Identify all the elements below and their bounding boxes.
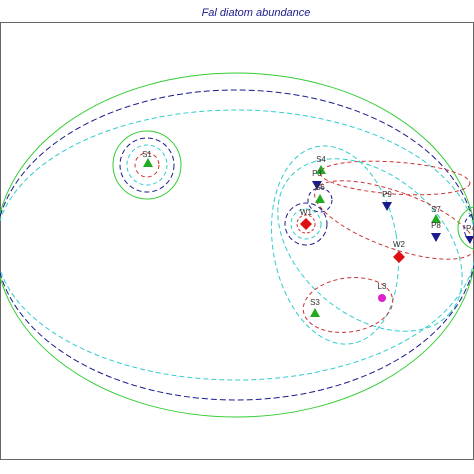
p4-contours xyxy=(457,206,474,250)
sample-l3-marker xyxy=(378,294,386,302)
s1-green-ring xyxy=(112,130,182,200)
sample-w1: W1 xyxy=(300,208,313,230)
w1-contours xyxy=(284,202,328,246)
s6-navy-ring xyxy=(307,187,333,213)
w1-red-ring xyxy=(296,214,316,234)
sample-w1-label: W1 xyxy=(300,208,313,217)
p4-green-ring xyxy=(457,206,474,250)
sample-s3-label: S3 xyxy=(310,298,320,307)
sample-s1: S1 xyxy=(142,150,153,167)
group-red-contour-s3l3 xyxy=(302,277,394,333)
sample-s7-marker xyxy=(431,214,441,223)
outer-green-contour xyxy=(0,72,474,418)
group-red-contour-mid xyxy=(314,180,474,260)
p4-navy-ring xyxy=(463,212,474,244)
sample-s1-label: S1 xyxy=(142,150,152,159)
sample-s7-label: S7 xyxy=(431,205,441,214)
sample-p8-label: P8 xyxy=(431,221,441,230)
sample-markers: S1 S4 P3 S6 W1 P9 S7 P8 xyxy=(142,150,474,317)
w1-cyan-ring xyxy=(290,208,322,240)
w1-navy-ring xyxy=(284,202,328,246)
sample-s3: S3 xyxy=(310,298,320,317)
sample-s3-marker xyxy=(310,308,320,317)
sample-p4: P4 xyxy=(465,224,474,244)
sample-w2: W2 xyxy=(393,240,406,263)
sample-s4-label: S4 xyxy=(316,155,326,164)
sample-s4: S4 xyxy=(316,155,326,174)
sample-p9: P9 xyxy=(382,190,392,211)
sample-s4-marker xyxy=(316,165,326,174)
group-cyan-contour-a xyxy=(271,145,399,345)
outer-contours xyxy=(0,72,474,418)
sample-w2-label: W2 xyxy=(393,240,406,249)
sample-p3-label: P3 xyxy=(312,169,322,178)
s1-navy-ring xyxy=(119,137,175,193)
sample-w2-marker xyxy=(393,251,405,263)
s1-contours xyxy=(112,130,182,200)
right-group-contours xyxy=(271,145,474,345)
sample-p3: P3 xyxy=(312,169,322,190)
sample-l3-label: L3 xyxy=(378,282,387,291)
sample-w1-marker xyxy=(300,218,312,230)
sample-s1-marker xyxy=(143,158,153,167)
outer-cyan-contour xyxy=(0,109,474,381)
sample-p4-marker xyxy=(465,236,474,244)
group-red-contour-top xyxy=(319,160,471,196)
sample-p3-marker xyxy=(312,181,322,190)
sample-s6-label: S6 xyxy=(315,183,325,192)
s1-cyan-ring xyxy=(126,144,168,186)
group-cyan-contour-b xyxy=(277,158,463,332)
sample-p9-marker xyxy=(382,202,392,211)
sample-p8-marker xyxy=(431,233,441,242)
sample-s6-marker xyxy=(315,194,325,203)
outer-navy-contour xyxy=(0,89,474,401)
sample-p4-label: P4 xyxy=(466,224,474,233)
sample-p8: P8 xyxy=(431,221,441,242)
sample-s7: S7 xyxy=(431,205,441,223)
s1-red-ring xyxy=(134,152,160,178)
sample-p9-label: P9 xyxy=(382,190,392,199)
sample-l3: L3 xyxy=(378,282,387,302)
sample-s6: S6 xyxy=(315,183,325,203)
diagram-title: Fal diatom abundance xyxy=(202,7,311,19)
